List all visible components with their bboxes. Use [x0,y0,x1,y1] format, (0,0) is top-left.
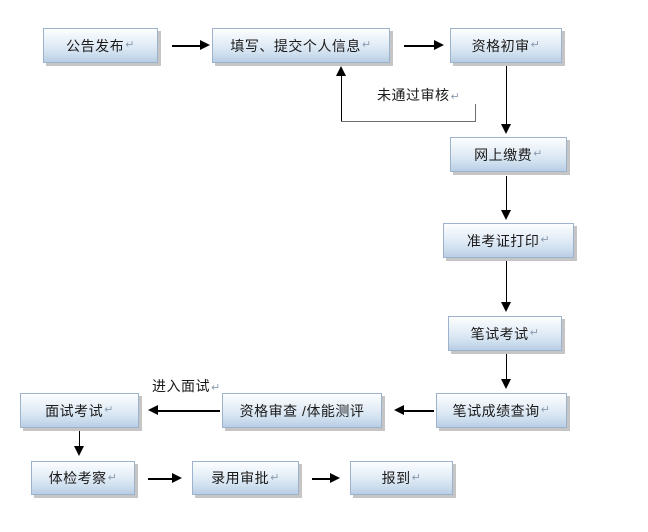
arrowhead-left [394,405,404,415]
connector-review-failed-horizontal [341,121,476,122]
node-label: 面试考试 [45,402,104,419]
pilcrow-mark: ↵ [411,471,422,484]
node-label: 资格初审 [471,37,530,54]
connector-qualification-to-interview [158,410,220,412]
node-submit-info[interactable]: 填写、提交个人信息↵ [212,28,390,63]
pilcrow-mark: ↵ [540,234,551,246]
node-label: 录用审批 [211,470,270,486]
connector-online-payment-to-print-ticket [506,176,507,213]
pilcrow-mark: ↵ [270,471,280,484]
connector-score-query-to-qualification [404,410,434,412]
connector-hire-approval-to-report-in [312,478,336,480]
node-label: 填写、提交个人信息 [230,37,361,54]
node-print-ticket[interactable]: 准考证打印↵ [443,223,574,258]
node-label: 网上缴费 [474,146,533,163]
node-medical-check[interactable]: 体检考察↵ [31,461,135,495]
node-hire-approval[interactable]: 录用审批↵ [192,461,299,495]
edge-label-text: 进入面试 [152,378,210,394]
node-label: 资格审查 /体能测评 [239,402,365,419]
pilcrow-mark: ↵ [533,148,543,160]
edge-label-enter-interview: 进入面试↵ [152,376,221,396]
node-qualification-fitness[interactable]: 资格审查 /体能测评 [222,393,382,428]
pilcrow-mark: ↵ [529,327,540,339]
arrowhead-up [336,66,346,76]
node-first-review[interactable]: 资格初审↵ [450,28,562,63]
connector-submit-info-to-first-review [404,45,436,47]
pilcrow-mark: ↵ [104,404,114,416]
pilcrow-mark: ↵ [530,39,541,51]
arrowhead-down [501,302,511,312]
node-label: 笔试成绩查询 [452,402,540,419]
node-label: 报到 [381,470,411,486]
arrowhead-right [434,40,444,50]
node-label: 公告发布 [66,37,125,54]
connector-review-failed-vertical [341,76,342,122]
arrowhead-right [330,473,340,483]
node-online-payment[interactable]: 网上缴费↵ [450,137,567,172]
node-written-exam[interactable]: 笔试考试↵ [448,316,562,351]
connector-announcement-to-submit-info [172,45,202,47]
arrowhead-right [200,40,210,50]
edge-label-text: 未通过审核 [377,87,450,103]
arrowhead-down [501,379,511,389]
arrowhead-down [501,124,511,134]
node-label: 笔试考试 [470,325,529,342]
connector-first-review-to-online-payment [506,66,507,126]
node-label: 体检考察 [48,470,107,486]
pilcrow-mark: ↵ [107,471,118,484]
pilcrow-mark: ↵ [125,39,135,51]
pilcrow-mark: ↵ [211,382,221,394]
connector-review-failed-riser [475,104,476,122]
node-interview[interactable]: 面试考试↵ [20,393,139,428]
edge-label-review-failed: 未通过审核↵ [377,85,460,105]
node-score-query[interactable]: 笔试成绩查询↵ [436,393,567,428]
pilcrow-mark: ↵ [361,39,372,51]
node-report-in[interactable]: 报到↵ [350,461,453,495]
node-label: 准考证打印 [466,232,540,249]
connector-interview-to-medical-check [79,431,80,449]
arrowhead-down [501,210,511,220]
pilcrow-mark: ↵ [450,91,461,103]
arrowhead-down [74,446,84,456]
connector-written-exam-to-score-query [506,354,507,382]
pilcrow-mark: ↵ [540,404,551,416]
connector-medical-check-to-hire-approval [148,478,174,480]
arrowhead-left [148,405,158,415]
arrowhead-right [172,473,182,483]
node-announcement[interactable]: 公告发布↵ [43,28,158,63]
connector-print-ticket-to-written-exam [506,261,507,305]
